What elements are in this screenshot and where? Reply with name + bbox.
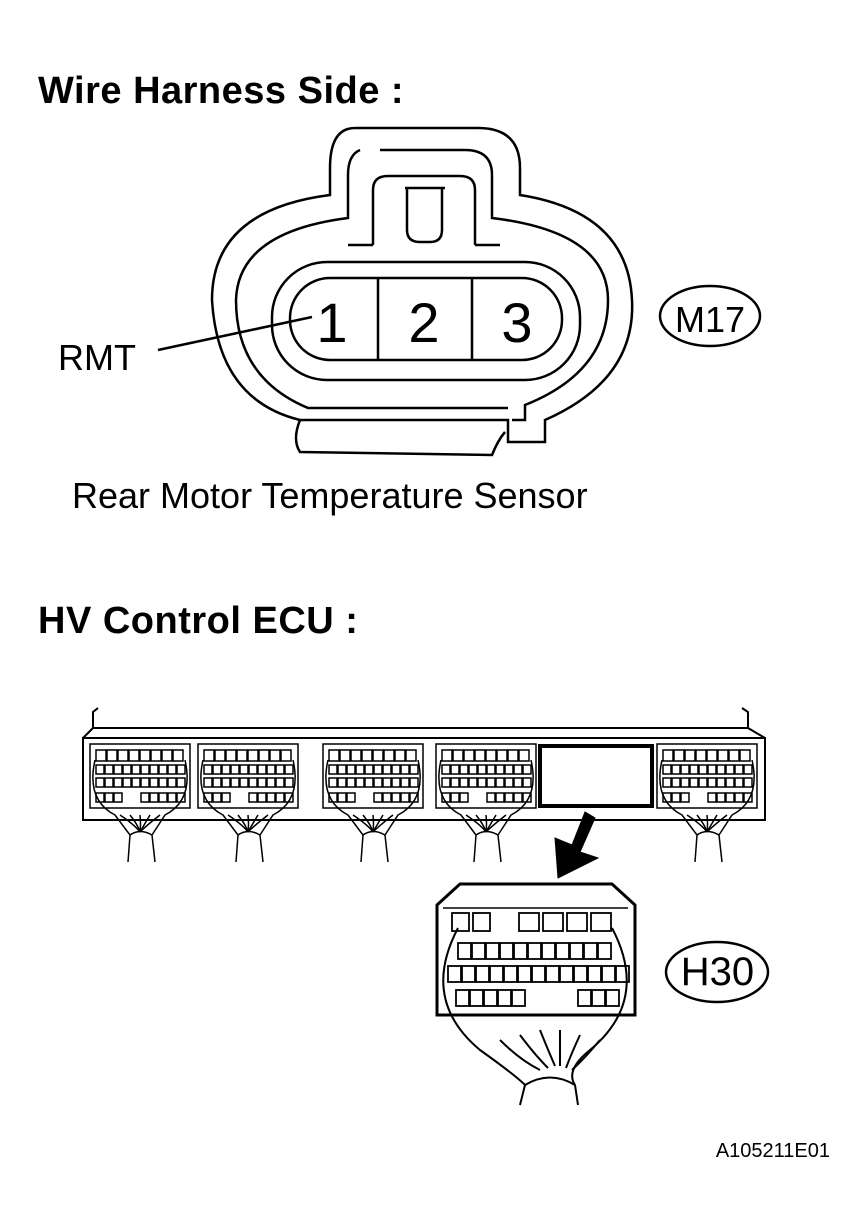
m17-connector-code: M17 bbox=[674, 299, 746, 340]
figure-id: A105211E01 bbox=[715, 1140, 830, 1162]
h30-wire-bundle bbox=[442, 927, 628, 1106]
pin-number-3: 3 bbox=[501, 291, 533, 354]
pointer-arrow bbox=[554, 811, 600, 879]
hv-control-ecu-title: HV Control ECU : bbox=[38, 600, 359, 642]
rmt-terminal-label: RMT bbox=[58, 337, 136, 378]
h30-connector-code: H30 bbox=[680, 950, 755, 994]
h30-code-ellipse bbox=[664, 940, 770, 1004]
sensor-name-label: Rear Motor Temperature Sensor bbox=[72, 475, 588, 516]
h30-connector-body bbox=[435, 882, 637, 1017]
rmt-leader-line bbox=[157, 315, 313, 352]
sensor-connector-body bbox=[210, 126, 634, 457]
pin-number-2: 2 bbox=[408, 291, 440, 354]
ecu-connector-blocks bbox=[89, 743, 758, 863]
m17-code-ellipse bbox=[658, 284, 762, 348]
h30-pin-grid bbox=[447, 912, 630, 1007]
h30-socket-highlight bbox=[538, 744, 654, 808]
pin-number-1: 1 bbox=[316, 291, 348, 354]
wire-harness-side-title: Wire Harness Side : bbox=[38, 70, 405, 112]
ecu-body bbox=[82, 707, 766, 821]
